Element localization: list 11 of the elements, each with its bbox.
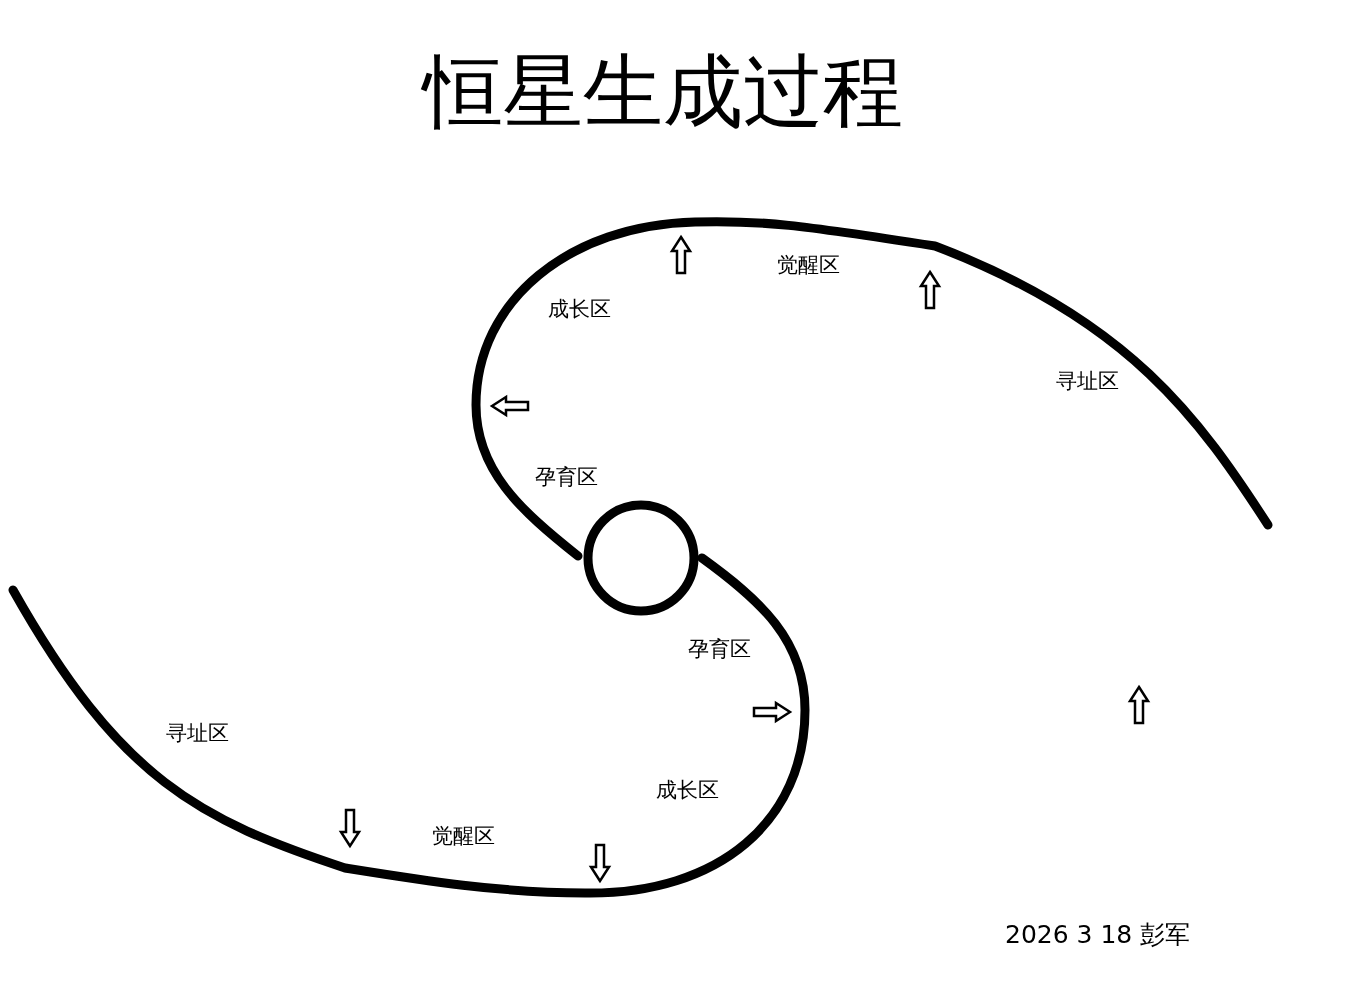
zone-label: 觉醒区 xyxy=(777,253,840,279)
zone-label: 成长区 xyxy=(656,778,719,804)
zone-label: 成长区 xyxy=(548,297,611,323)
date-signature: 2026 3 18 彭军 xyxy=(1005,920,1191,950)
zone-label: 孕育区 xyxy=(688,637,751,663)
zone-label: 觉醒区 xyxy=(432,824,495,850)
title: 恒星生成过程 xyxy=(420,44,904,140)
zone-label: 孕育区 xyxy=(535,465,598,491)
zone-label: 寻址区 xyxy=(166,721,229,747)
core-circle xyxy=(583,500,699,616)
zone-label: 寻址区 xyxy=(1056,369,1119,395)
